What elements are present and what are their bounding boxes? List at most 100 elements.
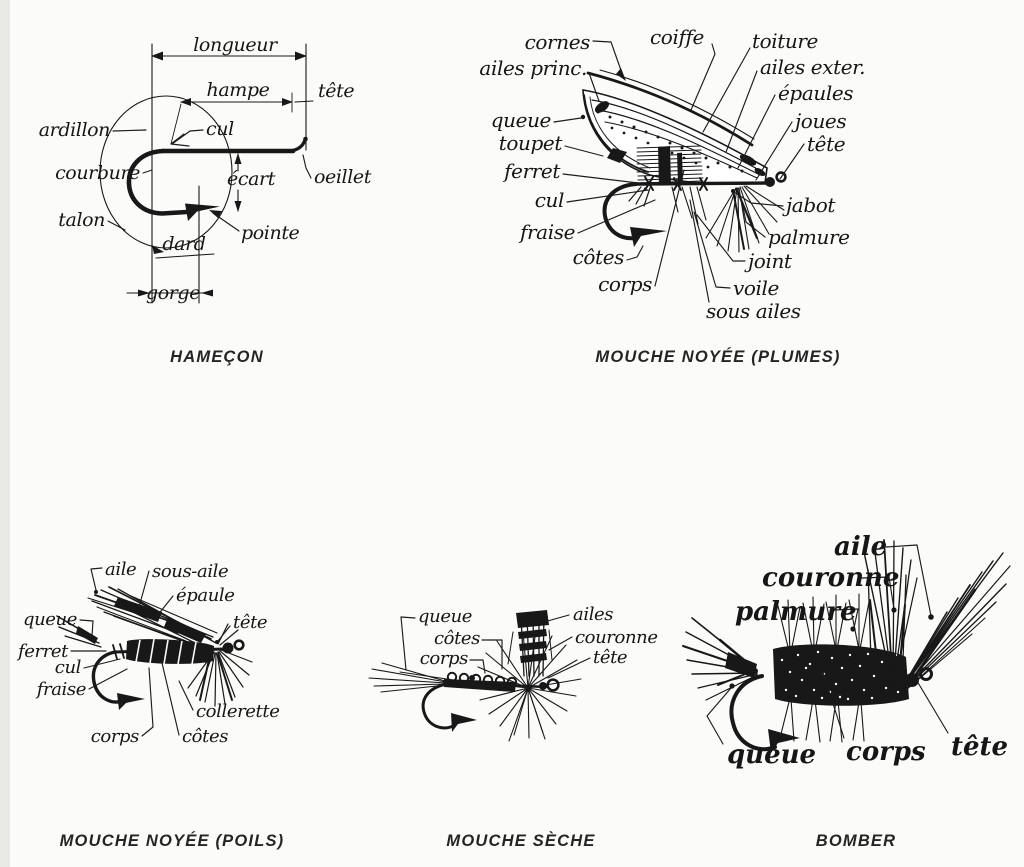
caption-bomber: BOMBER	[816, 832, 897, 850]
label-palmure: palmure	[735, 597, 857, 627]
couronne-fan	[863, 539, 918, 691]
hook-point	[451, 713, 477, 732]
caption-mouche-noyee-plumes: MOUCHE NOYÉE (PLUMES)	[595, 347, 840, 366]
fly-drawing	[56, 586, 253, 710]
label-epaule: épaule	[176, 585, 235, 606]
fly-head	[222, 642, 234, 654]
label-epaules: épaules	[778, 81, 853, 105]
palmer-hackle	[777, 593, 870, 743]
label-ferret: ferret	[16, 641, 69, 662]
label-ecart: écart	[227, 168, 276, 190]
figure-bomber: aile couronne palmure queue corps tête B…	[682, 532, 1011, 850]
leader-lines	[553, 40, 805, 303]
fly-drawing	[682, 539, 1011, 753]
body-ribs	[135, 638, 197, 665]
label-ferret: ferret	[502, 159, 561, 183]
label-pointe: pointe	[241, 222, 300, 244]
label-tete: tête	[951, 732, 1008, 762]
figure-mouche-seche: queue côtes corps ailes couronne tête MO…	[368, 604, 658, 850]
leader-lines	[706, 544, 949, 745]
label-queue: queue	[23, 609, 77, 630]
hook-shank	[634, 181, 768, 186]
label-fraise: fraise	[518, 220, 575, 244]
label-longueur: longueur	[193, 34, 279, 56]
label-aile: aile	[105, 559, 136, 580]
hook-drawing	[99, 95, 308, 249]
figure-hamecon: longueur hampe tête ardillon cul courbur…	[39, 34, 372, 366]
label-cotes: côtes	[573, 245, 625, 269]
hook-point	[185, 203, 220, 221]
hook-eye	[288, 138, 307, 153]
label-tete: tête	[593, 647, 627, 668]
label-jabot: jabot	[782, 193, 836, 217]
hook-bend	[421, 682, 457, 730]
label-oeillet: oeillet	[314, 166, 372, 188]
label-talon: talon	[58, 209, 105, 231]
label-voile: voile	[733, 276, 779, 300]
label-toupet: toupet	[499, 131, 564, 155]
collerette-hackle	[187, 623, 253, 707]
label-couronne: couronne	[762, 563, 899, 593]
label-queue: queue	[727, 740, 816, 770]
label-queue: queue	[418, 606, 472, 627]
fly-head	[539, 682, 547, 690]
label-palmure: palmure	[768, 225, 850, 249]
caption-mouche-noyee-poils: MOUCHE NOYÉE (POILS)	[60, 831, 285, 850]
figure-mouche-noyee-poils: aile sous-aile épaule queue tête ferret …	[16, 559, 285, 850]
hook-bend	[602, 182, 638, 241]
label-fraise: fraise	[35, 679, 86, 700]
label-cul: cul	[206, 118, 234, 140]
hook-bend	[729, 674, 777, 752]
caption-hamecon: HAMEÇON	[170, 348, 264, 366]
hackle-collar	[473, 629, 582, 742]
label-cotes: côtes	[434, 628, 480, 649]
label-cornes: cornes	[525, 30, 591, 54]
wing-dot-rows	[596, 110, 744, 173]
caption-mouche-seche: MOUCHE SÈCHE	[446, 831, 595, 850]
hook-eye	[919, 667, 933, 681]
label-joues: joues	[791, 109, 846, 133]
label-joint: joint	[744, 249, 793, 273]
hook-eye	[775, 171, 787, 183]
hook-bend	[126, 148, 190, 216]
label-cul: cul	[535, 188, 564, 212]
bend-reference-circle	[99, 95, 233, 249]
label-aile: aile	[834, 532, 887, 562]
figure-mouche-noyee-plumes: cornes ailes princ. queue toupet ferret …	[479, 25, 865, 366]
hook-eye	[233, 639, 245, 651]
leader-lines	[400, 614, 591, 679]
label-couronne: couronne	[575, 627, 658, 648]
label-ailes-princ: ailes princ.	[479, 56, 587, 80]
label-dard: dard	[162, 233, 205, 255]
label-ardillon: ardillon	[39, 119, 110, 141]
tail	[368, 662, 461, 693]
label-toiture: toiture	[752, 29, 818, 53]
deer-hair-body	[773, 644, 909, 706]
tail-crescent	[583, 94, 649, 173]
label-corps: corps	[598, 272, 652, 296]
label-gorge: gorge	[146, 282, 200, 304]
label-tete: tête	[318, 80, 354, 102]
hook-bend	[91, 650, 125, 704]
label-ailes: ailes	[573, 604, 613, 625]
label-corps: corps	[91, 726, 139, 747]
body	[126, 639, 214, 664]
label-hampe: hampe	[207, 79, 270, 101]
label-sous-ailes: sous ailes	[706, 299, 801, 323]
label-courbure: courbure	[55, 162, 140, 184]
wing-dark-clump	[114, 597, 162, 622]
hook-point	[630, 227, 667, 247]
label-cul: cul	[55, 657, 82, 678]
scan-edge-shadow	[0, 0, 10, 867]
label-tete: tête	[233, 612, 267, 633]
fly-head	[905, 673, 919, 687]
label-corps: corps	[420, 648, 468, 669]
leader-lines	[70, 567, 231, 737]
label-queue: queue	[491, 108, 551, 132]
label-ailes-exter: ailes exter.	[760, 55, 865, 79]
label-corps: corps	[846, 737, 926, 767]
hook-eye	[546, 678, 560, 692]
label-tete: tête	[807, 132, 845, 156]
fly-drawing	[368, 610, 582, 742]
